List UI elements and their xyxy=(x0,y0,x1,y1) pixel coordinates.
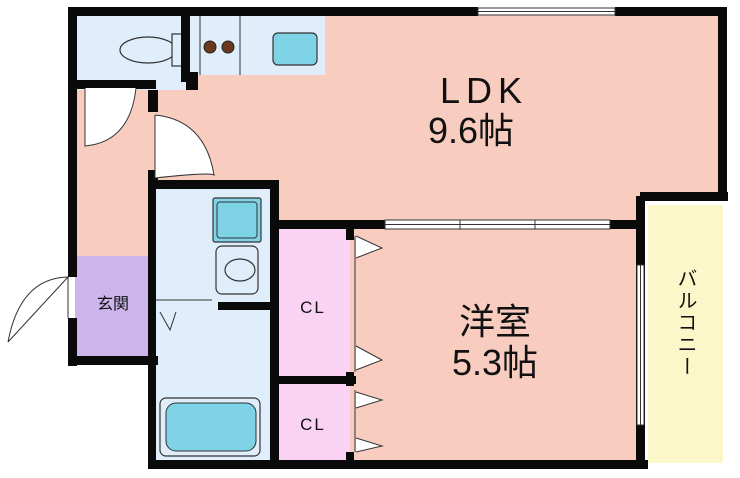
wall-wash-top xyxy=(148,180,278,189)
washroom-toilet-icon xyxy=(215,245,259,295)
wall-entrance-bottom xyxy=(68,356,158,365)
closet-door-lower-icon xyxy=(355,391,384,453)
western-room-size: 5.3帖 xyxy=(452,342,538,383)
wall-wash-right xyxy=(270,180,279,468)
ldk-name: LDK xyxy=(440,70,528,111)
wall-right xyxy=(718,7,727,197)
closet-upper-label: CL xyxy=(300,298,326,317)
closet-upper-floor xyxy=(278,228,350,378)
room-labels: LDK 9.6帖 洋室 5.3帖 CL CL 玄関 バルコニー xyxy=(97,70,696,434)
wall-left-lower xyxy=(68,318,77,366)
entrance-label: 玄関 xyxy=(97,295,129,313)
wall-toilet-right xyxy=(181,7,190,82)
wall-closet-right-top xyxy=(346,228,354,240)
wall-closet-divider xyxy=(274,376,356,384)
balcony-label: バルコニー xyxy=(674,268,696,378)
toilet-door-icon xyxy=(84,87,137,147)
ldk-size: 9.6帖 xyxy=(428,110,514,151)
closet-lower-floor xyxy=(278,384,350,462)
ldk-door-icon xyxy=(154,114,215,179)
wall-ldk-balcony xyxy=(640,192,728,201)
kitchen-sink-icon xyxy=(272,32,318,66)
wall-bath-left xyxy=(148,180,156,468)
western-room-name: 洋室 xyxy=(459,301,531,342)
wall-toilet-bottom xyxy=(68,80,156,89)
wall-bottom xyxy=(148,460,648,469)
wall-wash-bath xyxy=(218,302,278,310)
wall-ldk-western-right xyxy=(610,220,642,229)
wall-entrance-right xyxy=(150,250,156,266)
washroom-door-icon xyxy=(156,299,212,332)
wall-top-right xyxy=(615,7,727,16)
wall-left xyxy=(68,7,77,277)
closet-lower-label: CL xyxy=(300,415,326,434)
wall-kitchen-bottom xyxy=(186,72,198,90)
wall-closet-right-bot xyxy=(346,452,354,462)
entrance-floor xyxy=(75,256,153,356)
front-door-icon xyxy=(7,276,69,343)
washbasin-inner xyxy=(216,201,258,239)
toilet-icon xyxy=(119,33,185,67)
wall-ldk-western xyxy=(270,220,385,229)
wall-hall-post xyxy=(148,90,158,112)
closet-door-upper-icon xyxy=(355,235,384,371)
western-room-floor xyxy=(350,228,642,461)
windows xyxy=(384,7,645,426)
wall-hall-post2 xyxy=(148,170,158,188)
walls xyxy=(68,7,728,469)
stove-icon xyxy=(199,15,241,75)
doors xyxy=(7,87,384,453)
bathtub-icon xyxy=(159,397,261,457)
wall-top-left xyxy=(68,7,478,16)
wall-closet-right-mid xyxy=(346,372,354,386)
fixtures xyxy=(119,15,318,457)
floor-fills xyxy=(75,12,723,463)
balcony-floor xyxy=(648,205,723,463)
